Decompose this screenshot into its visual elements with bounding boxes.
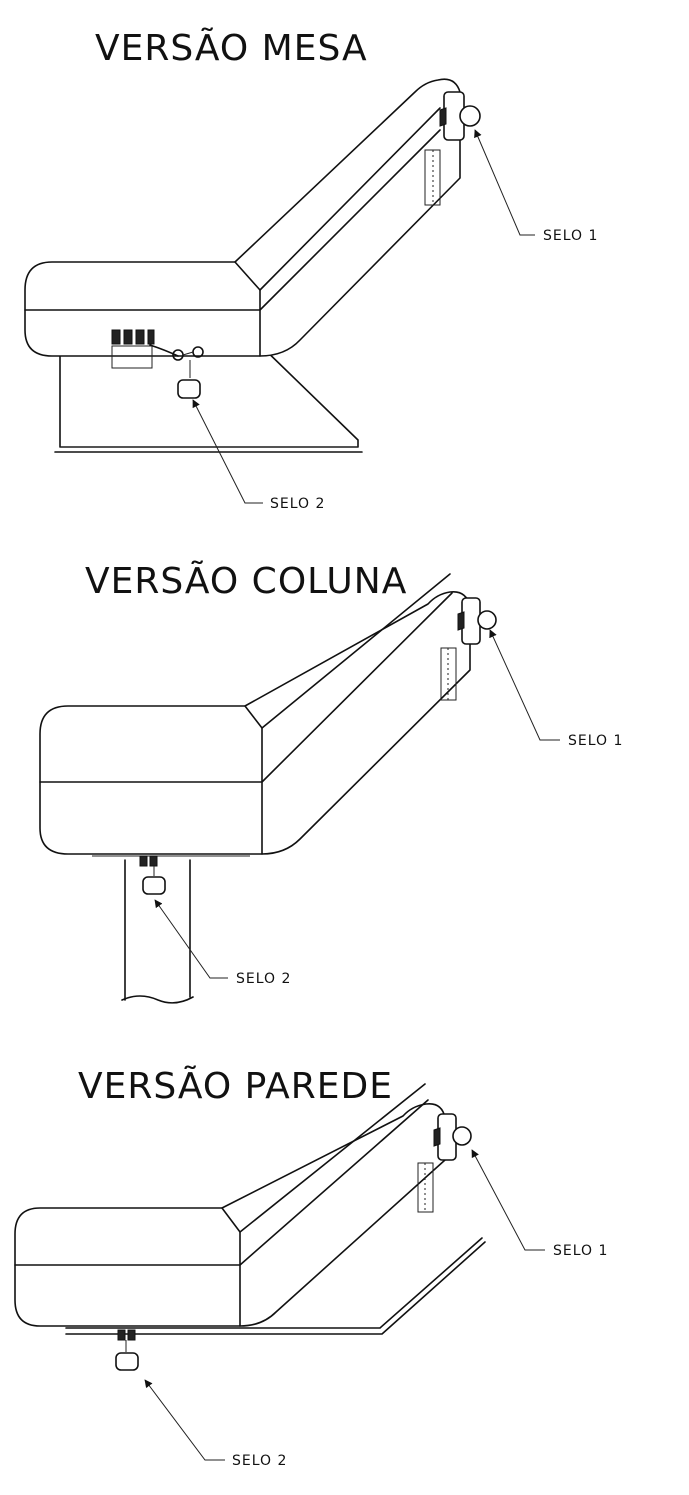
section-title-parede: VERSÃO PAREDE (78, 1065, 393, 1107)
seal2-label-mesa: SELO 2 (270, 496, 325, 512)
scale-coluna-drawing (39, 573, 497, 1004)
section-title-coluna: VERSÃO COLUNA (85, 560, 407, 602)
section-coluna: VERSÃO COLUNA SELO 1 SE (39, 560, 623, 1004)
seal1-label-coluna: SELO 1 (568, 733, 623, 749)
seal1-label-parede: SELO 1 (553, 1243, 608, 1259)
section-parede: VERSÃO PAREDE SELO 1 SELO 2 (14, 1065, 608, 1469)
scale-mesa-drawing (24, 78, 481, 453)
seal2-label-coluna: SELO 2 (236, 971, 291, 987)
section-mesa: VERSÃO MESA (24, 27, 598, 512)
section-title-mesa: VERSÃO MESA (95, 27, 368, 69)
seal1-label-mesa: SELO 1 (543, 228, 598, 244)
seal2-label-parede: SELO 2 (232, 1453, 287, 1469)
scale-parede-drawing (14, 1083, 486, 1371)
